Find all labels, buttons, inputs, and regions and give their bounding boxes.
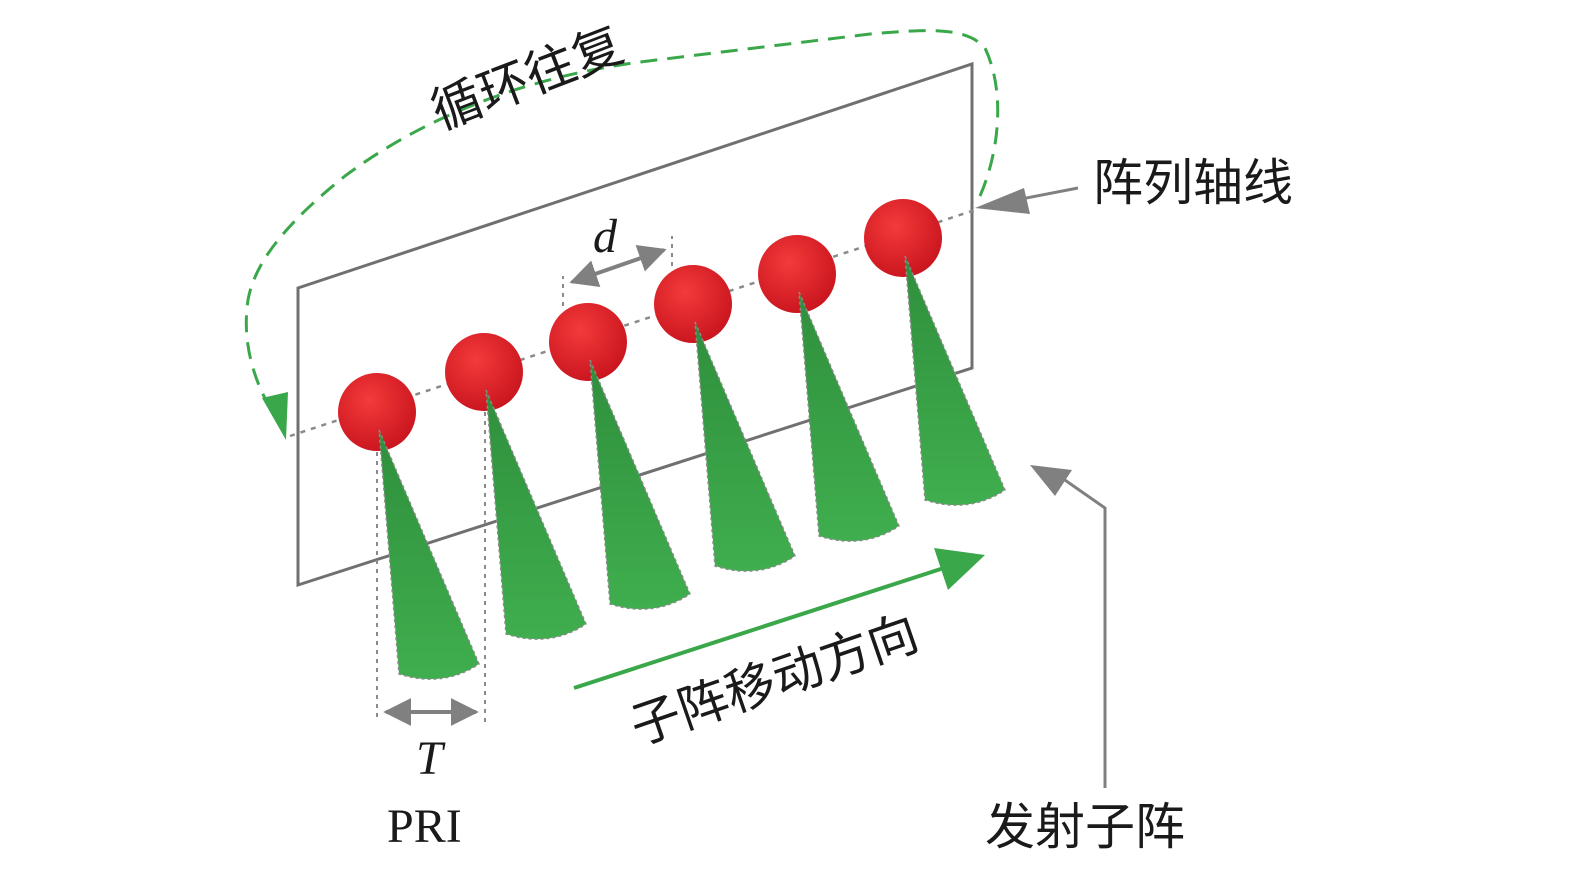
array-element xyxy=(758,235,836,313)
beam-cone xyxy=(485,389,587,640)
beam-cone xyxy=(694,321,796,572)
beam-cone xyxy=(589,359,691,610)
beam-cone xyxy=(904,255,1006,506)
array-element xyxy=(654,265,732,343)
loop-arrowhead xyxy=(262,392,288,440)
beam-cone xyxy=(378,429,480,680)
array-element xyxy=(445,333,523,411)
loop-label: 循环往复 xyxy=(424,15,632,141)
element-group xyxy=(338,199,942,451)
period-label: T xyxy=(416,732,446,785)
array-element xyxy=(338,373,416,451)
move-direction-label: 子阵移动方向 xyxy=(623,604,926,757)
spacing-arrow xyxy=(569,245,667,287)
beam-group xyxy=(378,255,1006,680)
array-plane xyxy=(296,61,974,588)
loop-dashed-path xyxy=(244,29,1000,419)
pri-label: PRI xyxy=(387,800,462,853)
transmit-subarray-label: 发射子阵 xyxy=(985,798,1185,856)
array-element xyxy=(864,199,942,277)
array-axis-label: 阵列轴线 xyxy=(1093,154,1293,212)
move-direction-line xyxy=(573,564,951,690)
beam-cone xyxy=(798,291,900,542)
subarray-leader-arrowhead xyxy=(1030,465,1072,496)
axis-leader-arrowhead xyxy=(975,188,1030,214)
move-direction-arrowhead xyxy=(934,548,985,590)
spacing-label: d xyxy=(593,210,618,263)
array-element xyxy=(549,303,627,381)
subarray-leader-line xyxy=(1061,476,1107,788)
